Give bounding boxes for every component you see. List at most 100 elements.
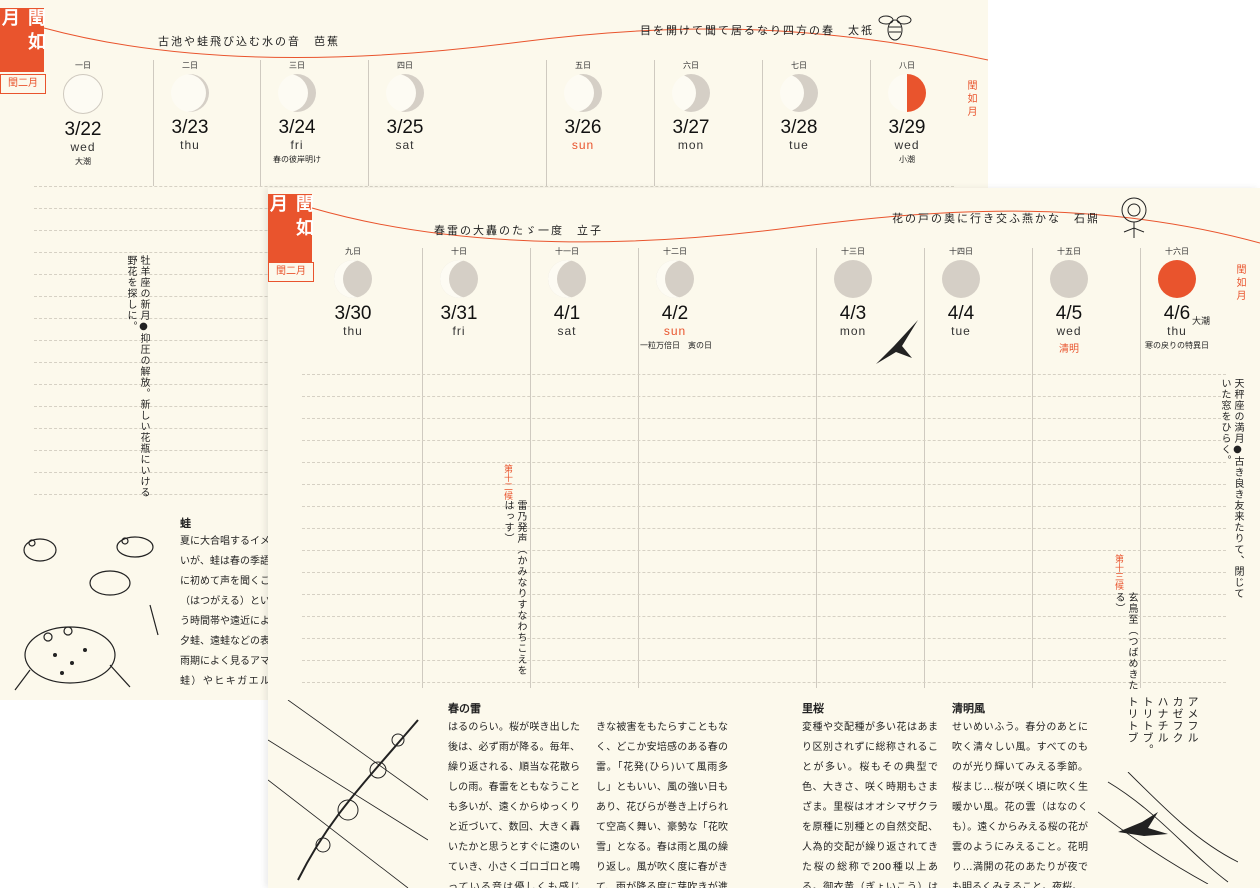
lunar-day: 十日 — [451, 247, 467, 256]
day-divider — [816, 248, 817, 688]
moon-phase-icon — [63, 74, 103, 114]
weekday-label: wed — [894, 138, 920, 152]
date-label: 3/27 — [672, 117, 710, 138]
wind-swallow-illustration — [1098, 772, 1238, 884]
writing-line — [34, 186, 954, 187]
day-divider — [924, 248, 925, 688]
weekday-label: wed — [1056, 324, 1082, 338]
spring-thunder-body-1: はるのらい。桜が咲き出した後は、必ず雨が降る。毎年、繰り返される、順当な花散らし… — [448, 722, 580, 888]
writing-line — [302, 396, 1226, 397]
writing-line — [302, 462, 1226, 463]
day-note: 春の彼岸明け — [273, 155, 321, 164]
lunar-day: 九日 — [345, 247, 361, 256]
writing-line — [302, 682, 1226, 683]
frog-illustration — [14, 536, 159, 691]
date-label: 4/6 — [1163, 303, 1191, 324]
day-divider — [368, 60, 369, 186]
side-month-tab: 閏如月 — [1234, 264, 1245, 303]
bee-illustration — [878, 15, 912, 41]
wave-divider — [43, 27, 988, 61]
weekday-label: sat — [395, 138, 415, 152]
lunar-day: 十四日 — [949, 247, 973, 256]
weekday-label: fri — [290, 138, 304, 152]
writing-line — [302, 638, 1226, 639]
date-label: 3/24 — [278, 117, 316, 138]
swallow-illustration — [876, 320, 918, 364]
tide-note: 大潮 — [1192, 317, 1211, 327]
date-label: 3/22 — [64, 119, 102, 140]
day-divider — [153, 60, 154, 186]
moon-phase-icon — [440, 260, 478, 298]
date-label: 3/31 — [440, 303, 478, 324]
writing-line — [302, 572, 1226, 573]
frog-title: 蛙 — [180, 517, 191, 530]
date-label: 4/3 — [839, 303, 867, 324]
day-divider — [762, 60, 763, 186]
moon-phase-icon — [171, 74, 209, 112]
weekday-label: sun — [663, 324, 687, 338]
moon-phase-icon — [780, 74, 818, 112]
day-divider — [260, 60, 261, 186]
month-tab: 閏如月 — [0, 8, 46, 72]
haiku-right: 花の戸の奥に行き交ふ燕かな 石鼎 — [892, 212, 1100, 225]
weekday-label: thu — [1167, 324, 1187, 338]
satozakura-title: 里桜 — [802, 702, 824, 715]
lunar-day: 十一日 — [555, 247, 579, 256]
peony-illustration — [1121, 197, 1147, 238]
full-moon-note: 天秤座の満月●古き良き友来たりて、閉じていた窓をひらく。 — [1219, 378, 1243, 599]
day-note: 寒の戻りの特異日 — [1145, 341, 1209, 350]
weekday-label: wed — [70, 140, 96, 154]
spring-thunder-body-2: きな被害をもたらすこともなく、どこか安培感のある春の雷。「花発(ひら)いて風雨多… — [596, 722, 728, 888]
day-divider — [654, 60, 655, 186]
lunar-day: 二日 — [182, 61, 198, 70]
day-divider — [1032, 248, 1033, 688]
weekday-label: tue — [951, 324, 971, 338]
lunar-day: 七日 — [791, 61, 807, 70]
writing-line — [302, 528, 1226, 529]
writing-line — [302, 660, 1226, 661]
month-sub-label: 閏二月 — [0, 74, 46, 94]
date-label: 3/26 — [564, 117, 602, 138]
side-month-tab: 閏如月 — [965, 80, 976, 119]
day-divider — [530, 248, 531, 688]
haiku-left: 古池や蛙飛び込む水の音 芭蕉 — [158, 35, 340, 48]
kou-12-text: 雷乃発声（かみなりすなわちこえをはっす） — [502, 500, 526, 676]
day-note: 小潮 — [899, 155, 915, 164]
moon-phase-icon — [672, 74, 710, 112]
satozakura-body: 変種や交配種が多い花はあまり区別されずに総称されることが多い。桜もその典型で色、… — [802, 722, 938, 888]
spring-thunder-title: 春の雷 — [448, 702, 481, 715]
poem-line: トリトブ。 — [1141, 696, 1154, 756]
lunar-day: 五日 — [575, 61, 591, 70]
date-label: 3/25 — [386, 117, 424, 138]
poem-line: ハナチル — [1156, 696, 1169, 744]
weekday-label: tue — [789, 138, 809, 152]
lunar-day: 三日 — [289, 61, 305, 70]
seimeifu-body: せいめいふう。春分のあとに吹く清々しい風。すべてのものが光り輝いてみえる季節。桜… — [952, 722, 1088, 888]
lunar-day: 十五日 — [1057, 247, 1081, 256]
day-divider — [422, 248, 423, 688]
writing-line — [302, 506, 1226, 507]
poem-line: カゼフク — [1171, 696, 1184, 744]
lunar-day: 十二日 — [663, 247, 687, 256]
moon-phase-icon — [278, 74, 316, 112]
day-note: 清明 — [1059, 344, 1079, 355]
date-label: 3/23 — [171, 117, 209, 138]
moon-phase-icon — [334, 260, 372, 298]
writing-line — [302, 440, 1226, 441]
date-label: 4/2 — [661, 303, 689, 324]
moon-phase-icon — [548, 260, 586, 298]
lunar-day: 四日 — [397, 61, 413, 70]
writing-line — [302, 594, 1226, 595]
lunar-day: 一日 — [75, 61, 91, 70]
moon-phase-icon — [1050, 260, 1088, 298]
month-sub-label: 閏二月 — [268, 262, 314, 282]
